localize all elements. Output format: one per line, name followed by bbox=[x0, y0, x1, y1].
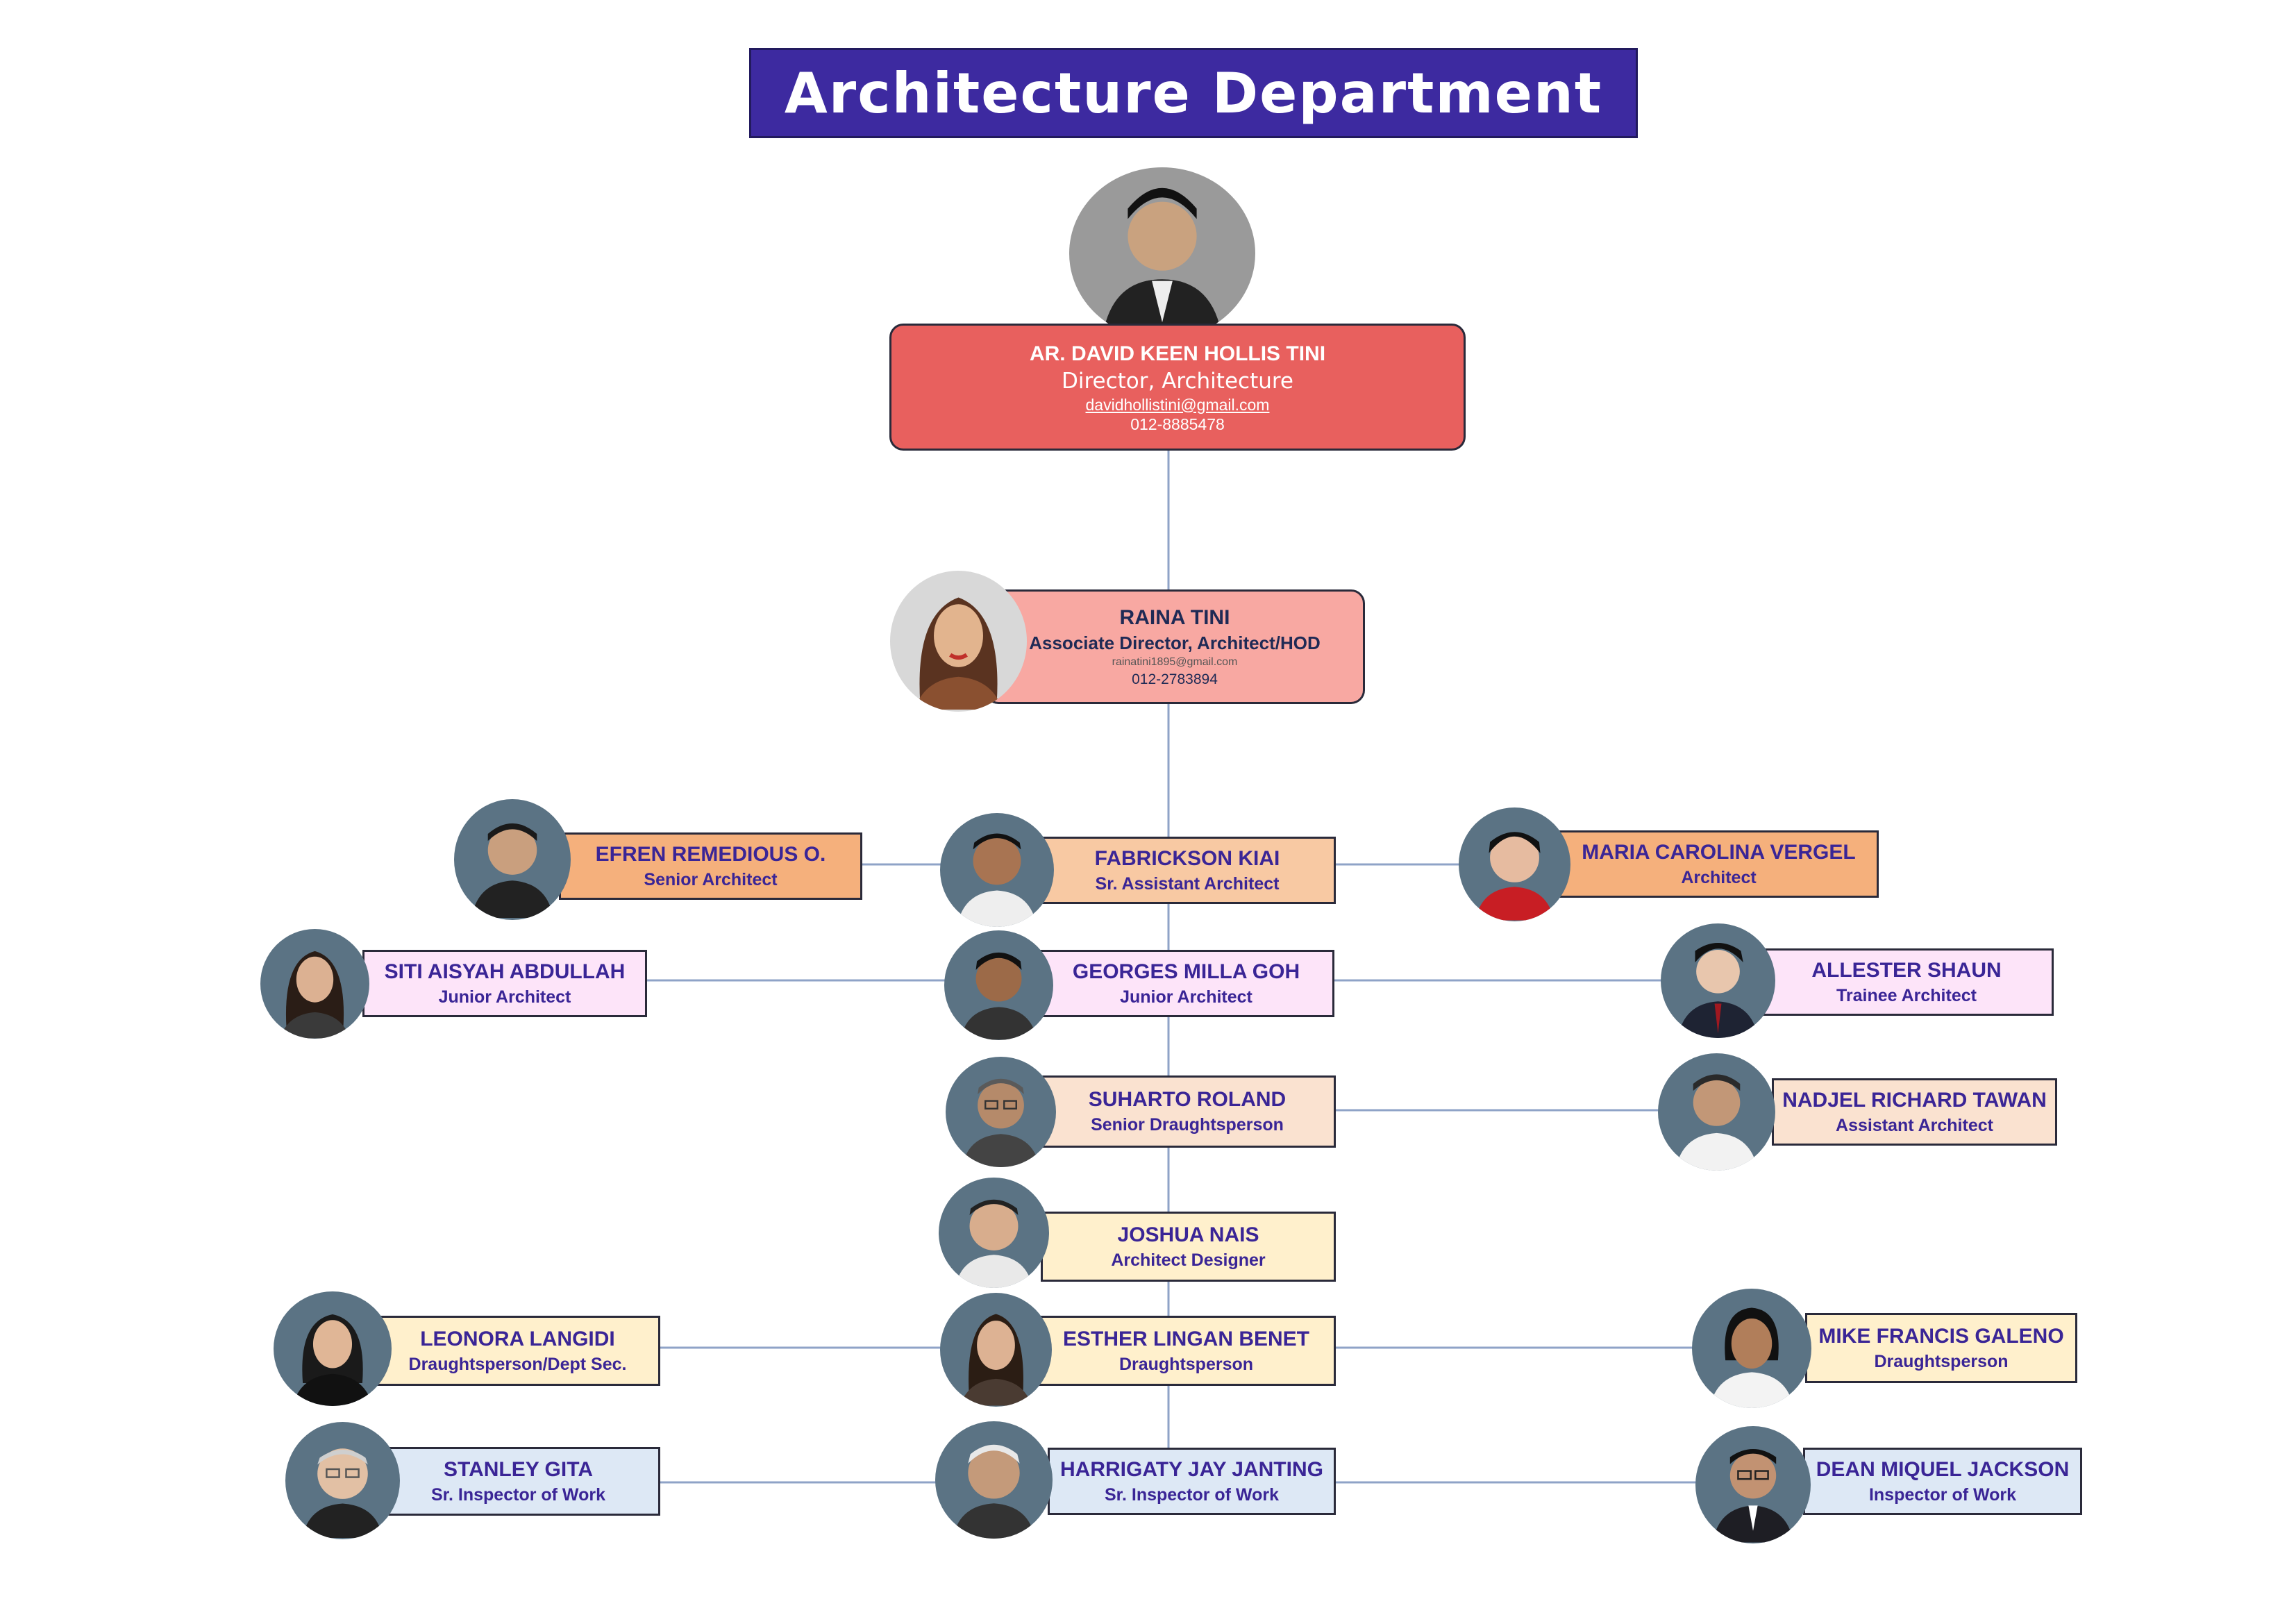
staff-card-mike: MIKE FRANCIS GALENO Draughtsperson bbox=[1805, 1313, 2077, 1383]
staff-photo-suharto bbox=[946, 1057, 1056, 1167]
person-avatar-icon bbox=[953, 1444, 1035, 1539]
person-avatar-icon bbox=[1709, 1307, 1794, 1408]
staff-name: HARRIGATY JAY JANTING bbox=[1060, 1457, 1323, 1481]
staff-role: Sr. Inspector of Work bbox=[431, 1484, 605, 1505]
staff-photo-dean bbox=[1695, 1426, 1811, 1543]
director-name: AR. DAVID KEEN HOLLIS TINI bbox=[1029, 342, 1326, 365]
person-avatar-icon bbox=[302, 1448, 383, 1538]
staff-photo-allester bbox=[1661, 923, 1775, 1038]
staff-card-siti: SITI AISYAH ABDULLAH Junior Architect bbox=[362, 950, 647, 1017]
staff-photo-efren bbox=[454, 799, 571, 920]
director-photo bbox=[1069, 167, 1255, 340]
staff-name: MARIA CAROLINA VERGEL bbox=[1582, 840, 1856, 864]
associate-director-card: RAINA TINI Associate Director, Architect… bbox=[984, 589, 1365, 704]
staff-name: MIKE FRANCIS GALENO bbox=[1818, 1324, 2064, 1348]
associate-director-email: rainatini1895@gmail.com bbox=[1112, 655, 1238, 668]
staff-name: ESTHER LINGAN BENET bbox=[1062, 1327, 1310, 1350]
staff-photo-maria bbox=[1459, 807, 1570, 921]
staff-photo-georges bbox=[944, 930, 1053, 1040]
staff-card-joshua: JOSHUA NAIS Architect Designer bbox=[1041, 1212, 1336, 1282]
staff-card-leonora: LEONORA LANGIDI Draughtsperson/Dept Sec. bbox=[375, 1316, 660, 1386]
director-title: Director, Architecture bbox=[1061, 368, 1294, 394]
staff-photo-siti bbox=[260, 929, 369, 1039]
staff-name: STANLEY GITA bbox=[443, 1457, 593, 1481]
staff-card-fabrickson: FABRICKSON KIAI Sr. Assistant Architect bbox=[1039, 837, 1336, 904]
staff-role: Assistant Architect bbox=[1836, 1115, 1993, 1135]
person-avatar-icon bbox=[960, 1314, 1032, 1406]
staff-role: Architect Designer bbox=[1111, 1250, 1266, 1270]
staff-card-harrigaty: HARRIGATY JAY JANTING Sr. Inspector of W… bbox=[1048, 1448, 1336, 1515]
staff-role: Sr. Inspector of Work bbox=[1105, 1484, 1279, 1505]
director-email-link[interactable]: davidhollistini@gmail.com bbox=[1085, 395, 1270, 414]
person-avatar-icon bbox=[1475, 832, 1554, 921]
staff-card-efren: EFREN REMEDIOUS O. Senior Architect bbox=[559, 832, 862, 900]
person-avatar-icon bbox=[955, 1199, 1033, 1288]
page-title: Architecture Department bbox=[784, 60, 1603, 126]
staff-role: Architect bbox=[1681, 867, 1757, 887]
director-avatar-icon bbox=[1102, 187, 1223, 340]
staff-photo-fabrickson bbox=[940, 813, 1054, 927]
staff-card-esther: ESTHER LINGAN BENET Draughtsperson bbox=[1037, 1316, 1336, 1386]
associate-director-name: RAINA TINI bbox=[1119, 605, 1230, 629]
staff-role: Inspector of Work bbox=[1868, 1484, 2017, 1505]
staff-card-suharto: SUHARTO ROLAND Senior Draughtsperson bbox=[1039, 1075, 1336, 1148]
staff-photo-joshua bbox=[939, 1178, 1049, 1288]
staff-name: GEORGES MILLA GOH bbox=[1072, 960, 1300, 983]
staff-photo-stanley bbox=[285, 1422, 400, 1539]
person-avatar-icon bbox=[471, 823, 553, 918]
associate-director-avatar-icon bbox=[914, 597, 1003, 710]
associate-director-photo bbox=[890, 571, 1027, 712]
staff-card-georges: GEORGES MILLA GOH Junior Architect bbox=[1038, 950, 1334, 1017]
staff-card-maria: MARIA CAROLINA VERGEL Architect bbox=[1559, 830, 1879, 898]
director-card: AR. DAVID KEEN HOLLIS TINI Director, Arc… bbox=[889, 324, 1466, 451]
associate-director-phone: 012-2783894 bbox=[1132, 671, 1218, 687]
staff-name: EFREN REMEDIOUS O. bbox=[595, 842, 826, 866]
staff-name: JOSHUA NAIS bbox=[1117, 1223, 1259, 1246]
staff-role: Draughtsperson bbox=[1874, 1351, 2009, 1371]
person-avatar-icon bbox=[280, 951, 350, 1039]
staff-name: SITI AISYAH ABDULLAH bbox=[384, 960, 626, 983]
staff-photo-mike bbox=[1692, 1289, 1811, 1408]
person-avatar-icon bbox=[957, 833, 1037, 927]
staff-role: Sr. Assistant Architect bbox=[1095, 873, 1280, 894]
staff-card-allester: ALLESTER SHAUN Trainee Architect bbox=[1759, 948, 2054, 1016]
staff-role: Junior Architect bbox=[438, 987, 571, 1007]
staff-photo-nadjel bbox=[1658, 1053, 1775, 1171]
person-avatar-icon bbox=[960, 952, 1037, 1040]
staff-role: Trainee Architect bbox=[1836, 985, 1977, 1005]
person-avatar-icon bbox=[1677, 943, 1759, 1038]
person-avatar-icon bbox=[1675, 1074, 1758, 1171]
staff-name: DEAN MIQUEL JACKSON bbox=[1816, 1457, 2070, 1481]
associate-director-title: Associate Director, Architect/HOD bbox=[1029, 632, 1321, 653]
title-banner: Architecture Department bbox=[749, 48, 1638, 138]
person-avatar-icon bbox=[1712, 1449, 1794, 1543]
staff-role: Draughtsperson/Dept Sec. bbox=[408, 1354, 627, 1374]
staff-photo-esther bbox=[940, 1293, 1052, 1407]
staff-card-nadjel: NADJEL RICHARD TAWAN Assistant Architect bbox=[1772, 1078, 2057, 1146]
staff-photo-leonora bbox=[274, 1291, 392, 1406]
director-phone: 012-8885478 bbox=[1130, 415, 1225, 433]
person-avatar-icon bbox=[292, 1314, 373, 1406]
staff-photo-harrigaty bbox=[935, 1421, 1053, 1539]
staff-role: Draughtsperson bbox=[1118, 1354, 1254, 1374]
staff-card-stanley: STANLEY GITA Sr. Inspector of Work bbox=[376, 1447, 660, 1516]
staff-name: SUHARTO ROLAND bbox=[1088, 1088, 1287, 1111]
staff-name: NADJEL RICHARD TAWAN bbox=[1782, 1088, 2047, 1112]
staff-role: Senior Draughtsperson bbox=[1091, 1115, 1284, 1135]
staff-role: Senior Architect bbox=[644, 869, 778, 889]
staff-card-dean: DEAN MIQUEL JACKSON Inspector of Work bbox=[1803, 1448, 2082, 1515]
staff-name: LEONORA LANGIDI bbox=[420, 1327, 615, 1350]
staff-name: ALLESTER SHAUN bbox=[1811, 958, 2002, 982]
staff-role: Junior Architect bbox=[1120, 987, 1252, 1007]
person-avatar-icon bbox=[962, 1078, 1040, 1167]
staff-name: FABRICKSON KIAI bbox=[1094, 846, 1280, 870]
